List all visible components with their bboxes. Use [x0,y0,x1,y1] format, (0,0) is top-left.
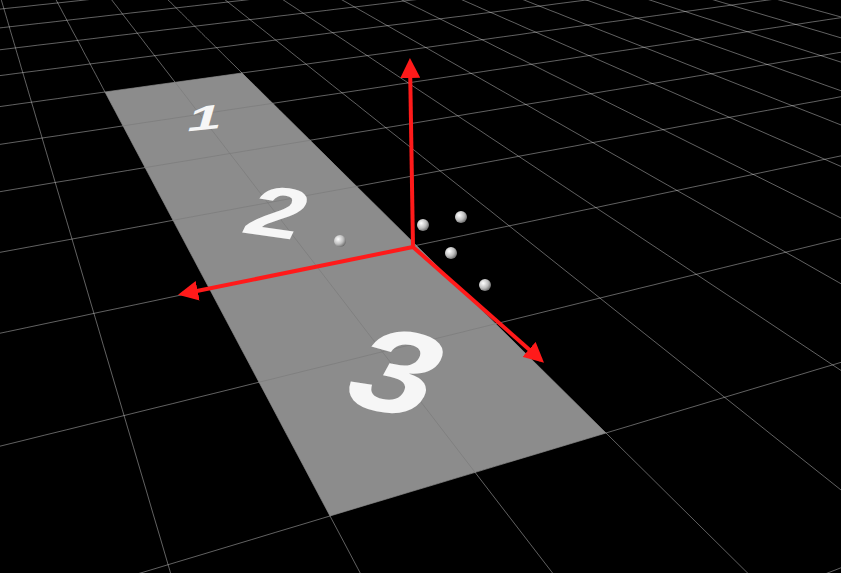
grid-line [13,0,710,573]
strip-grid [123,82,496,472]
sphere [455,211,467,223]
grid-line [0,169,841,573]
spheres [334,211,491,291]
grid-line [0,86,841,573]
grid-line [484,0,841,573]
y-axis [182,247,413,294]
grid-line [0,0,23,573]
grid-line [407,0,841,573]
sphere [417,219,429,231]
ground-strip [105,73,606,516]
grid-line [0,123,841,573]
grid-line [48,0,841,573]
axes [182,62,541,360]
z-axis [410,62,413,247]
grid-line [459,0,841,573]
grid-line [0,0,767,142]
sphere [445,247,457,259]
grid-line [0,0,645,56]
grid-line [175,82,475,472]
grid-line [0,31,841,573]
grid-line [0,56,841,573]
grid-line [145,140,310,167]
sphere [334,235,346,247]
sphere [479,279,491,291]
grid-line [81,0,841,573]
grid-line [0,0,682,80]
